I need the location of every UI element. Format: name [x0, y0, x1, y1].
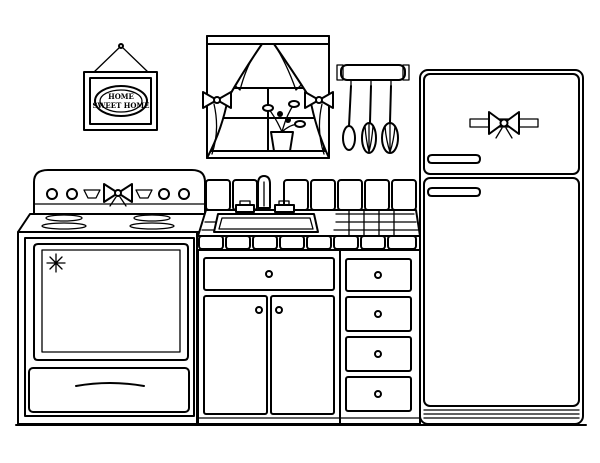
- fridge-bow: [470, 112, 538, 138]
- wall-picture-frame: HOME SWEET HOME: [84, 44, 157, 130]
- frame-text-top: HOME: [108, 92, 134, 101]
- sink-cabinet: [198, 176, 420, 424]
- utensil-rack: [337, 65, 409, 153]
- window: [203, 36, 333, 158]
- left-curtain-bow: [203, 92, 231, 108]
- stove: [18, 170, 205, 424]
- counter-edge-tiles: [199, 236, 416, 249]
- oven-glass-shine: [47, 254, 65, 272]
- frame-text-bottom: SWEET HOME: [92, 101, 149, 110]
- right-curtain-bow: [305, 92, 333, 108]
- faucet: [236, 176, 294, 212]
- potted-plant: [263, 101, 305, 151]
- stove-bow: [104, 184, 132, 206]
- refrigerator: [420, 70, 583, 424]
